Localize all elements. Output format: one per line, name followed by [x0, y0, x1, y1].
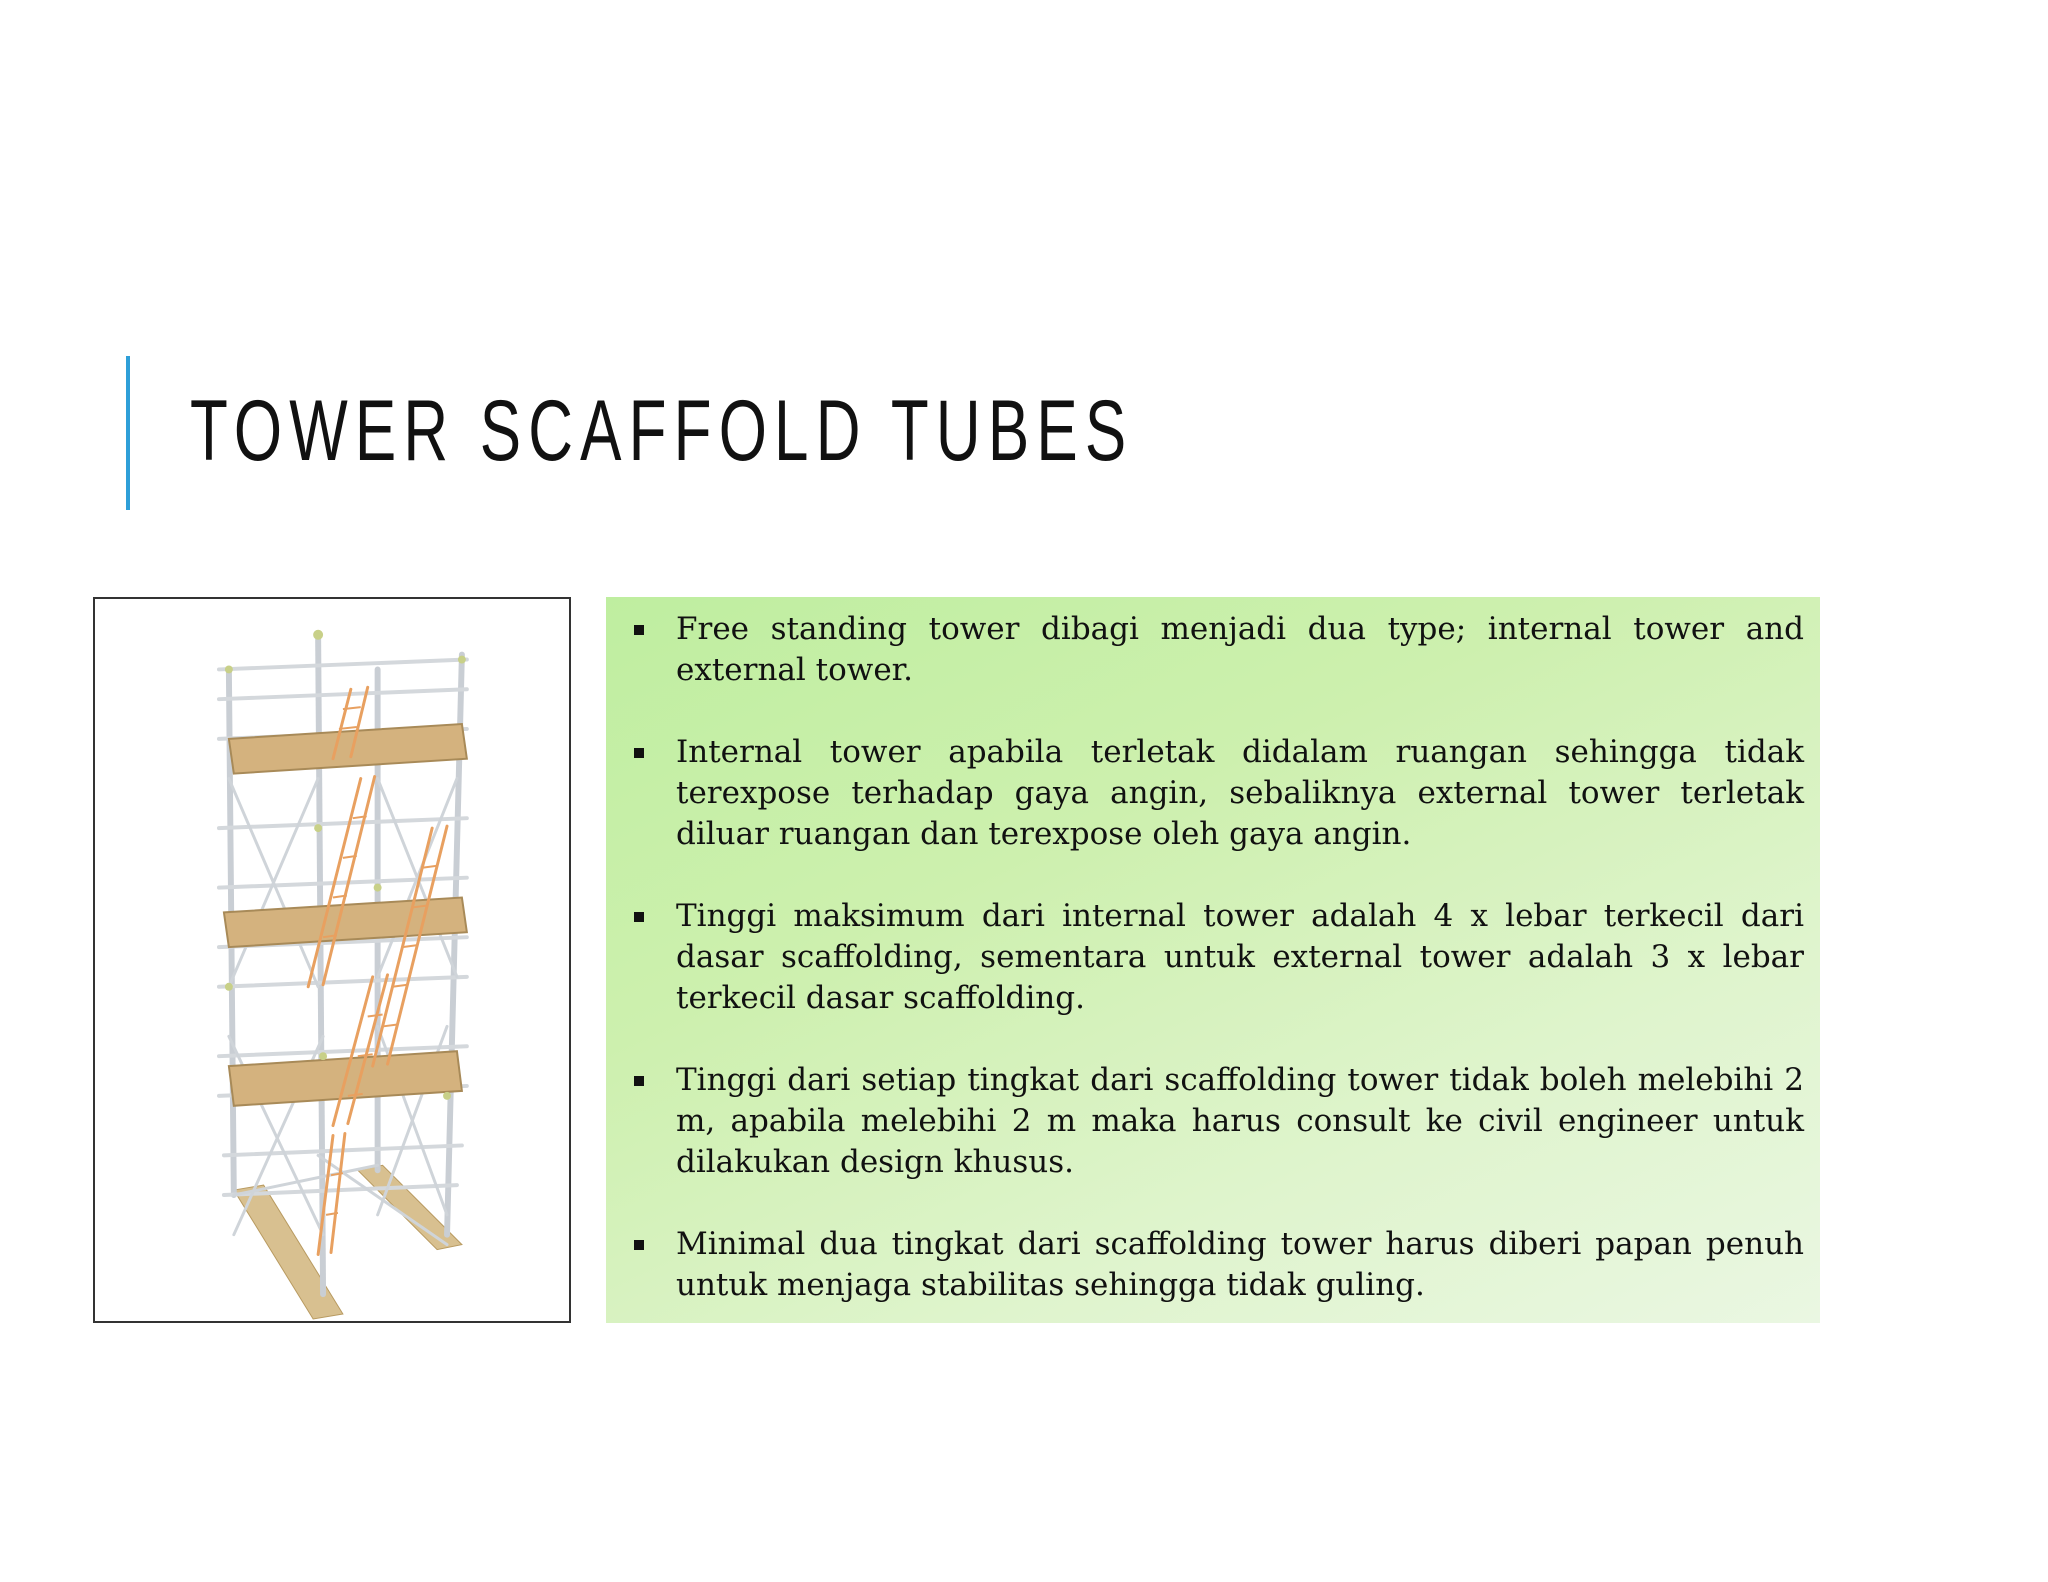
square-bullet-icon [634, 912, 644, 922]
square-bullet-icon [634, 748, 644, 758]
bullet-item-5: Minimal dua tingkat dari scaffolding tow… [616, 1224, 1804, 1306]
bullet-item-2: Internal tower apabila terletak didalam … [616, 732, 1804, 855]
square-bullet-icon [634, 1240, 644, 1250]
bullet-list: Free standing tower dibagi menjadi dua t… [616, 609, 1804, 1306]
title-accent-bar [126, 356, 130, 510]
bullet-item-4: Tinggi dari setiap tingkat dari scaffold… [616, 1060, 1804, 1183]
base-board-left [233, 1184, 344, 1320]
square-bullet-icon [634, 625, 644, 635]
square-bullet-icon [634, 1076, 644, 1086]
platform-deck-top [227, 722, 468, 775]
bullet-item-1: Free standing tower dibagi menjadi dua t… [616, 609, 1804, 691]
slide-title: TOWER SCAFFOLD TUBES [190, 383, 1134, 479]
scaffold-tower-figure [93, 597, 571, 1323]
bullet-text: Free standing tower dibagi menjadi dua t… [676, 611, 1804, 688]
content-panel: Free standing tower dibagi menjadi dua t… [606, 597, 1820, 1323]
bullet-text: Tinggi maksimum dari internal tower adal… [676, 898, 1804, 1016]
bullet-text: Minimal dua tingkat dari scaffolding tow… [676, 1226, 1804, 1303]
bullet-text: Tinggi dari setiap tingkat dari scaffold… [676, 1062, 1804, 1180]
scaffold-tower-illustration [216, 629, 469, 1320]
bullet-text: Internal tower apabila terletak didalam … [676, 734, 1804, 852]
bullet-item-3: Tinggi maksimum dari internal tower adal… [616, 896, 1804, 1019]
